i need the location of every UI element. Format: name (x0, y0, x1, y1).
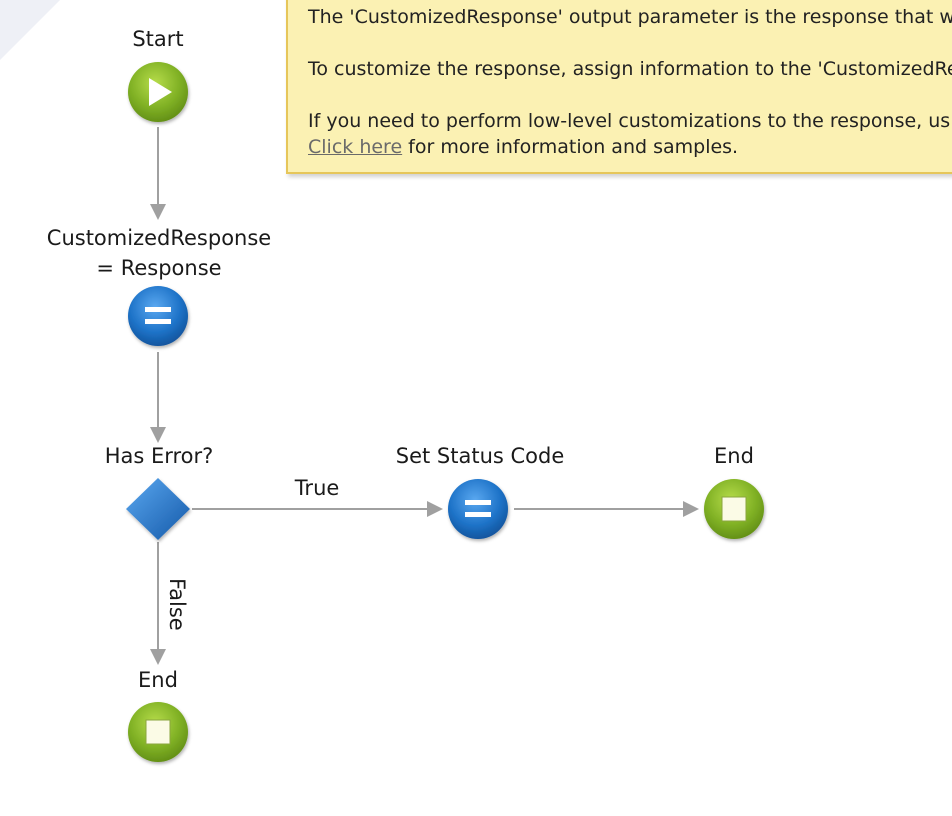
stop-icon (145, 719, 171, 745)
assign-node-set-status-code[interactable] (448, 479, 508, 539)
assign-label-line-1: CustomizedResponse (46, 226, 272, 250)
if-label: Has Error? (104, 444, 214, 468)
comment-line-4-rest: for more information and samples. (402, 136, 739, 158)
connector-if-false[interactable] (150, 542, 166, 665)
true-connector-label: True (294, 476, 340, 500)
end-right-label: End (714, 444, 754, 468)
comment-line-3: If you need to perform low-level customi… (308, 110, 951, 132)
start-label: Start (132, 27, 184, 51)
canvas-corner-shade (0, 0, 60, 60)
assign-icon (145, 307, 171, 324)
play-icon (149, 78, 172, 106)
end-node-right[interactable] (704, 479, 764, 539)
comment-line-2: To customize the response, assign inform… (308, 58, 952, 80)
flow-comment[interactable]: The 'CustomizedResponse' output paramete… (286, 0, 952, 174)
end-bottom-label: End (138, 668, 178, 692)
comment-line-4: Click here for more information and samp… (308, 134, 952, 160)
if-node-has-error[interactable] (126, 478, 190, 540)
connector-if-true[interactable] (192, 501, 443, 517)
assign-node-customized-response[interactable] (128, 286, 188, 346)
false-connector-label: False (165, 578, 189, 631)
connector-assign-to-if[interactable] (150, 352, 166, 443)
set-status-label: Set Status Code (395, 444, 565, 468)
connector-start-to-assign[interactable] (150, 127, 166, 220)
assign-label-line-2: = Response (96, 256, 222, 280)
click-here-link[interactable]: Click here (308, 136, 403, 158)
assign-icon (465, 500, 491, 517)
connector-status-to-end[interactable] (514, 501, 699, 517)
start-node[interactable] (128, 62, 188, 122)
end-node-bottom[interactable] (128, 702, 188, 762)
stop-icon (721, 496, 747, 522)
if-diamond-icon (126, 478, 190, 540)
comment-line-1: The 'CustomizedResponse' output paramete… (308, 6, 952, 28)
